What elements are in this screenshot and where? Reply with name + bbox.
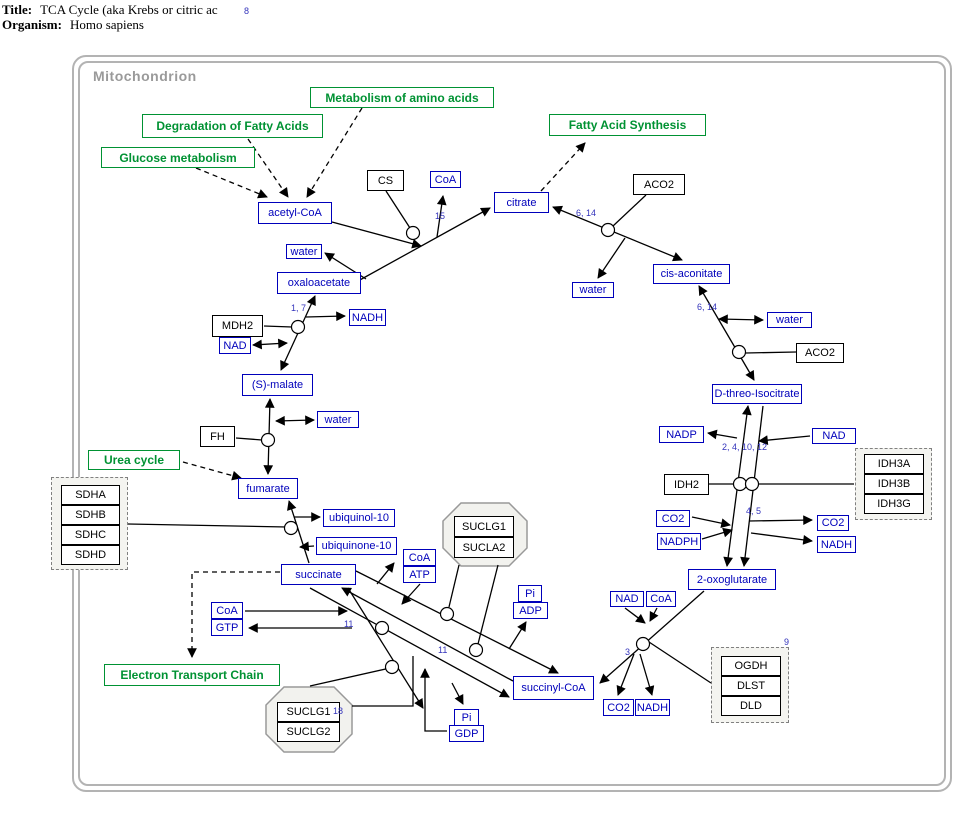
pathway-glucose-metabolism[interactable]: Glucose metabolism [101,147,255,168]
node-citrate[interactable]: citrate [494,192,549,213]
node-idh3g[interactable]: IDH3G [864,494,924,514]
node-sdha[interactable]: SDHA [61,485,120,505]
node-fh[interactable]: FH [200,426,235,447]
node-coa-atp[interactable]: CoA [403,549,436,566]
node-coa-gtp[interactable]: CoA [211,602,243,619]
mitochondrion-label: Mitochondrion [93,68,197,84]
node-succinate[interactable]: succinate [281,564,356,585]
reaction-number-9: 9 [784,637,790,647]
pathway-metabolism-amino-acids[interactable]: Metabolism of amino acids [310,87,494,108]
node-nadh-right[interactable]: NADH [817,536,856,553]
node-s-malate[interactable]: (S)-malate [242,374,313,396]
title-line: Title: TCA Cycle (aka Krebs or citric ac [2,2,218,17]
node-nadph[interactable]: NADPH [657,533,701,550]
node-isocitrate[interactable]: D-threo-Isocitrate [712,384,802,404]
reaction-number-1-7: 1, 7 [291,303,307,313]
node-nad-ogdh[interactable]: NAD [610,591,644,607]
reaction-lines [127,107,854,753]
node-water-3[interactable]: water [767,312,812,328]
pathway-degradation-fatty-acids[interactable]: Degradation of Fatty Acids [142,114,323,138]
reaction-number-6-14-a: 6, 14 [576,208,597,218]
node-sdhd[interactable]: SDHD [61,545,120,565]
node-cs[interactable]: CS [367,170,404,191]
title-label: Title: [2,2,33,17]
node-ogdh[interactable]: OGDH [721,656,781,676]
node-coa-ogdh[interactable]: CoA [646,591,676,607]
reaction-number-6-14-b: 6, 14 [697,302,718,312]
node-gdp[interactable]: GDP [449,725,484,742]
catalysis-anchors [260,222,760,675]
node-nadp[interactable]: NADP [659,426,704,443]
node-sdhc[interactable]: SDHC [61,525,120,545]
node-nadh-malate[interactable]: NADH [349,309,386,326]
reaction-number-18: 18 [333,706,344,716]
complex-sdh-group: SDHA SDHB SDHC SDHD [51,477,128,570]
node-idh3a[interactable]: IDH3A [864,454,924,474]
node-sucla2[interactable]: SUCLA2 [454,537,514,558]
node-water-4[interactable]: water [317,411,359,428]
node-cis-aconitate[interactable]: cis-aconitate [653,264,730,284]
pathway-urea-cycle[interactable]: Urea cycle [88,450,180,470]
node-dld[interactable]: DLD [721,696,781,716]
organism-value: Homo sapiens [69,17,144,32]
node-adp[interactable]: ADP [513,602,548,619]
node-ubiquinol-10[interactable]: ubiquinol-10 [323,509,395,527]
reaction-number-2-4-10-12: 2, 4, 10, 12 [722,442,768,452]
node-suclg2[interactable]: SUCLG2 [277,722,340,742]
title-value: TCA Cycle (aka Krebs or citric ac [40,2,218,17]
node-aco2-top[interactable]: ACO2 [633,174,685,195]
node-atp[interactable]: ATP [403,566,436,583]
node-nad-malate[interactable]: NAD [219,337,251,354]
node-nad-idh[interactable]: NAD [812,428,856,444]
organism-line: Organism: Homo sapiens [2,17,218,32]
node-fumarate[interactable]: fumarate [238,478,298,499]
node-mdh2[interactable]: MDH2 [212,315,263,337]
node-ubiquinone-10[interactable]: ubiquinone-10 [316,537,397,555]
node-suclg1-a[interactable]: SUCLG1 [454,516,514,537]
node-pi-adp[interactable]: Pi [518,585,542,602]
header: Title:TCA Cycle (aka Krebs or citric ac … [2,2,218,32]
complex-idh3-group: IDH3A IDH3B IDH3G [855,448,932,520]
node-idh3b[interactable]: IDH3B [864,474,924,494]
organism-label: Organism: [2,17,62,32]
node-acetyl-coa[interactable]: acetyl-CoA [258,202,332,224]
stray-number: 8 [244,6,250,16]
reaction-number-3: 3 [625,647,631,657]
complex-ogdh-group: OGDH DLST DLD [711,647,789,723]
pathway-electron-transport-chain[interactable]: Electron Transport Chain [104,664,280,686]
node-water-2[interactable]: water [572,282,614,298]
node-nadh-bottom[interactable]: NADH [635,699,670,716]
node-water-1[interactable]: water [286,244,322,259]
node-gtp[interactable]: GTP [211,619,243,636]
node-co2-bottom[interactable]: CO2 [603,699,634,716]
node-co2-left[interactable]: CO2 [656,510,690,527]
node-dlst[interactable]: DLST [721,676,781,696]
reaction-number-11-a: 11 [344,619,354,629]
node-suclg1-b[interactable]: SUCLG1 [277,702,340,722]
reaction-number-4-5: 4, 5 [746,506,762,516]
reaction-number-15: 15 [435,211,446,221]
node-oxaloacetate[interactable]: oxaloacetate [277,272,361,294]
node-co2-right[interactable]: CO2 [817,515,849,531]
node-sdhb[interactable]: SDHB [61,505,120,525]
node-2-oxoglutarate[interactable]: 2-oxoglutarate [688,569,776,590]
node-idh2[interactable]: IDH2 [664,474,709,495]
node-pi-gdp[interactable]: Pi [454,709,479,726]
node-aco2-right[interactable]: ACO2 [796,343,844,363]
pathway-fatty-acid-synthesis[interactable]: Fatty Acid Synthesis [549,114,706,136]
reaction-number-11-b: 11 [438,645,448,655]
node-coa-top[interactable]: CoA [430,171,461,188]
node-succinyl-coa[interactable]: succinyl-CoA [513,676,594,700]
